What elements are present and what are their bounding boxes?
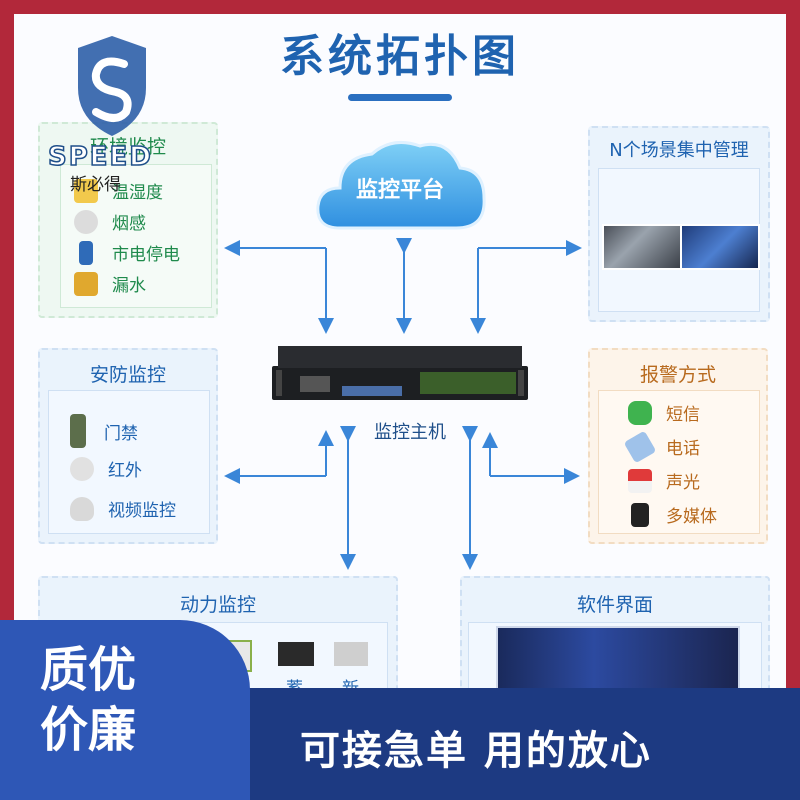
software-screenshot [496, 626, 740, 700]
alarm-item-label: 电话 [666, 439, 700, 459]
alarm-item-multimedia: 多媒体 [628, 502, 717, 527]
page-title: 系统拓扑图 [280, 31, 520, 82]
logo-wordmark: SPEED [47, 141, 153, 173]
water-leak-icon [74, 271, 98, 296]
env-item-power-outage: 市电停电 [74, 240, 180, 265]
env-item-label: 市电停电 [112, 245, 180, 265]
software-panel-title: 软件界面 [576, 594, 653, 616]
security-item-label: 红外 [108, 461, 142, 481]
quality-text: 质优价廉 [40, 642, 137, 758]
power-panel-title: 动力监控 [179, 594, 256, 616]
env-panel-title: 环境监控 [89, 136, 166, 158]
cloud-platform-label: 监控平台 [355, 178, 444, 203]
monitoring-host-label: 监控主机 [374, 422, 446, 443]
security-item-infrared: 红外 [70, 456, 142, 481]
scenes-panel-title: N个场景集中管理 [609, 140, 749, 161]
top-frame [0, 0, 800, 14]
siren-icon [628, 468, 652, 493]
alarm-item-phone: 电话 [623, 430, 700, 463]
left-frame [0, 0, 14, 800]
server-room-photo [680, 224, 760, 270]
power-outage-icon [79, 240, 93, 265]
alarm-item-label: 声光 [666, 473, 700, 493]
camera-icon [70, 496, 94, 521]
infrared-sensor-icon [70, 456, 94, 481]
env-item-water-leak: 漏水 [74, 271, 146, 296]
quality-badge [0, 620, 250, 800]
env-item-smoke: 烟感 [74, 209, 146, 234]
security-item-access: 门禁 [70, 414, 138, 448]
env-item-label: 漏水 [112, 276, 146, 296]
scenes-panel: N个场景集中管理 [588, 126, 770, 322]
right-frame [786, 0, 800, 800]
alarm-item-box [598, 390, 760, 534]
thermometer-icon [74, 178, 98, 203]
alarm-panel: 报警方式 短信 电话 声光 多媒体 [588, 348, 768, 544]
env-monitor-panel: 环境监控 温湿度 烟感 市电停电 漏水 [38, 122, 218, 318]
smoke-detector-icon [74, 209, 98, 234]
alarm-item-siren: 声光 [628, 468, 700, 493]
env-item-temperature: 温湿度 [74, 178, 163, 203]
security-item-label: 门禁 [104, 423, 138, 444]
title-underline [348, 94, 452, 101]
sms-icon [628, 400, 652, 425]
logo-chinese-name: 斯必得 [70, 175, 121, 195]
env-item-label: 烟感 [112, 214, 146, 234]
slogan-text: 可接急单 用的放心 [300, 728, 652, 774]
security-panel-title: 安防监控 [89, 364, 166, 386]
power-device-battery [278, 642, 314, 666]
access-control-icon [70, 414, 86, 448]
security-item-label: 视频监控 [108, 501, 176, 521]
alarm-item-label: 多媒体 [666, 507, 717, 527]
alarm-panel-title: 报警方式 [639, 364, 716, 386]
power-device-fresh-air [334, 642, 368, 666]
env-item-label: 温湿度 [112, 183, 163, 203]
security-panel: 安防监控 门禁 红外 视频监控 [38, 348, 218, 544]
security-item-video: 视频监控 [70, 496, 176, 521]
alarm-item-label: 短信 [666, 405, 700, 425]
multimedia-icon [631, 502, 649, 527]
alarm-item-sms: 短信 [628, 400, 700, 425]
